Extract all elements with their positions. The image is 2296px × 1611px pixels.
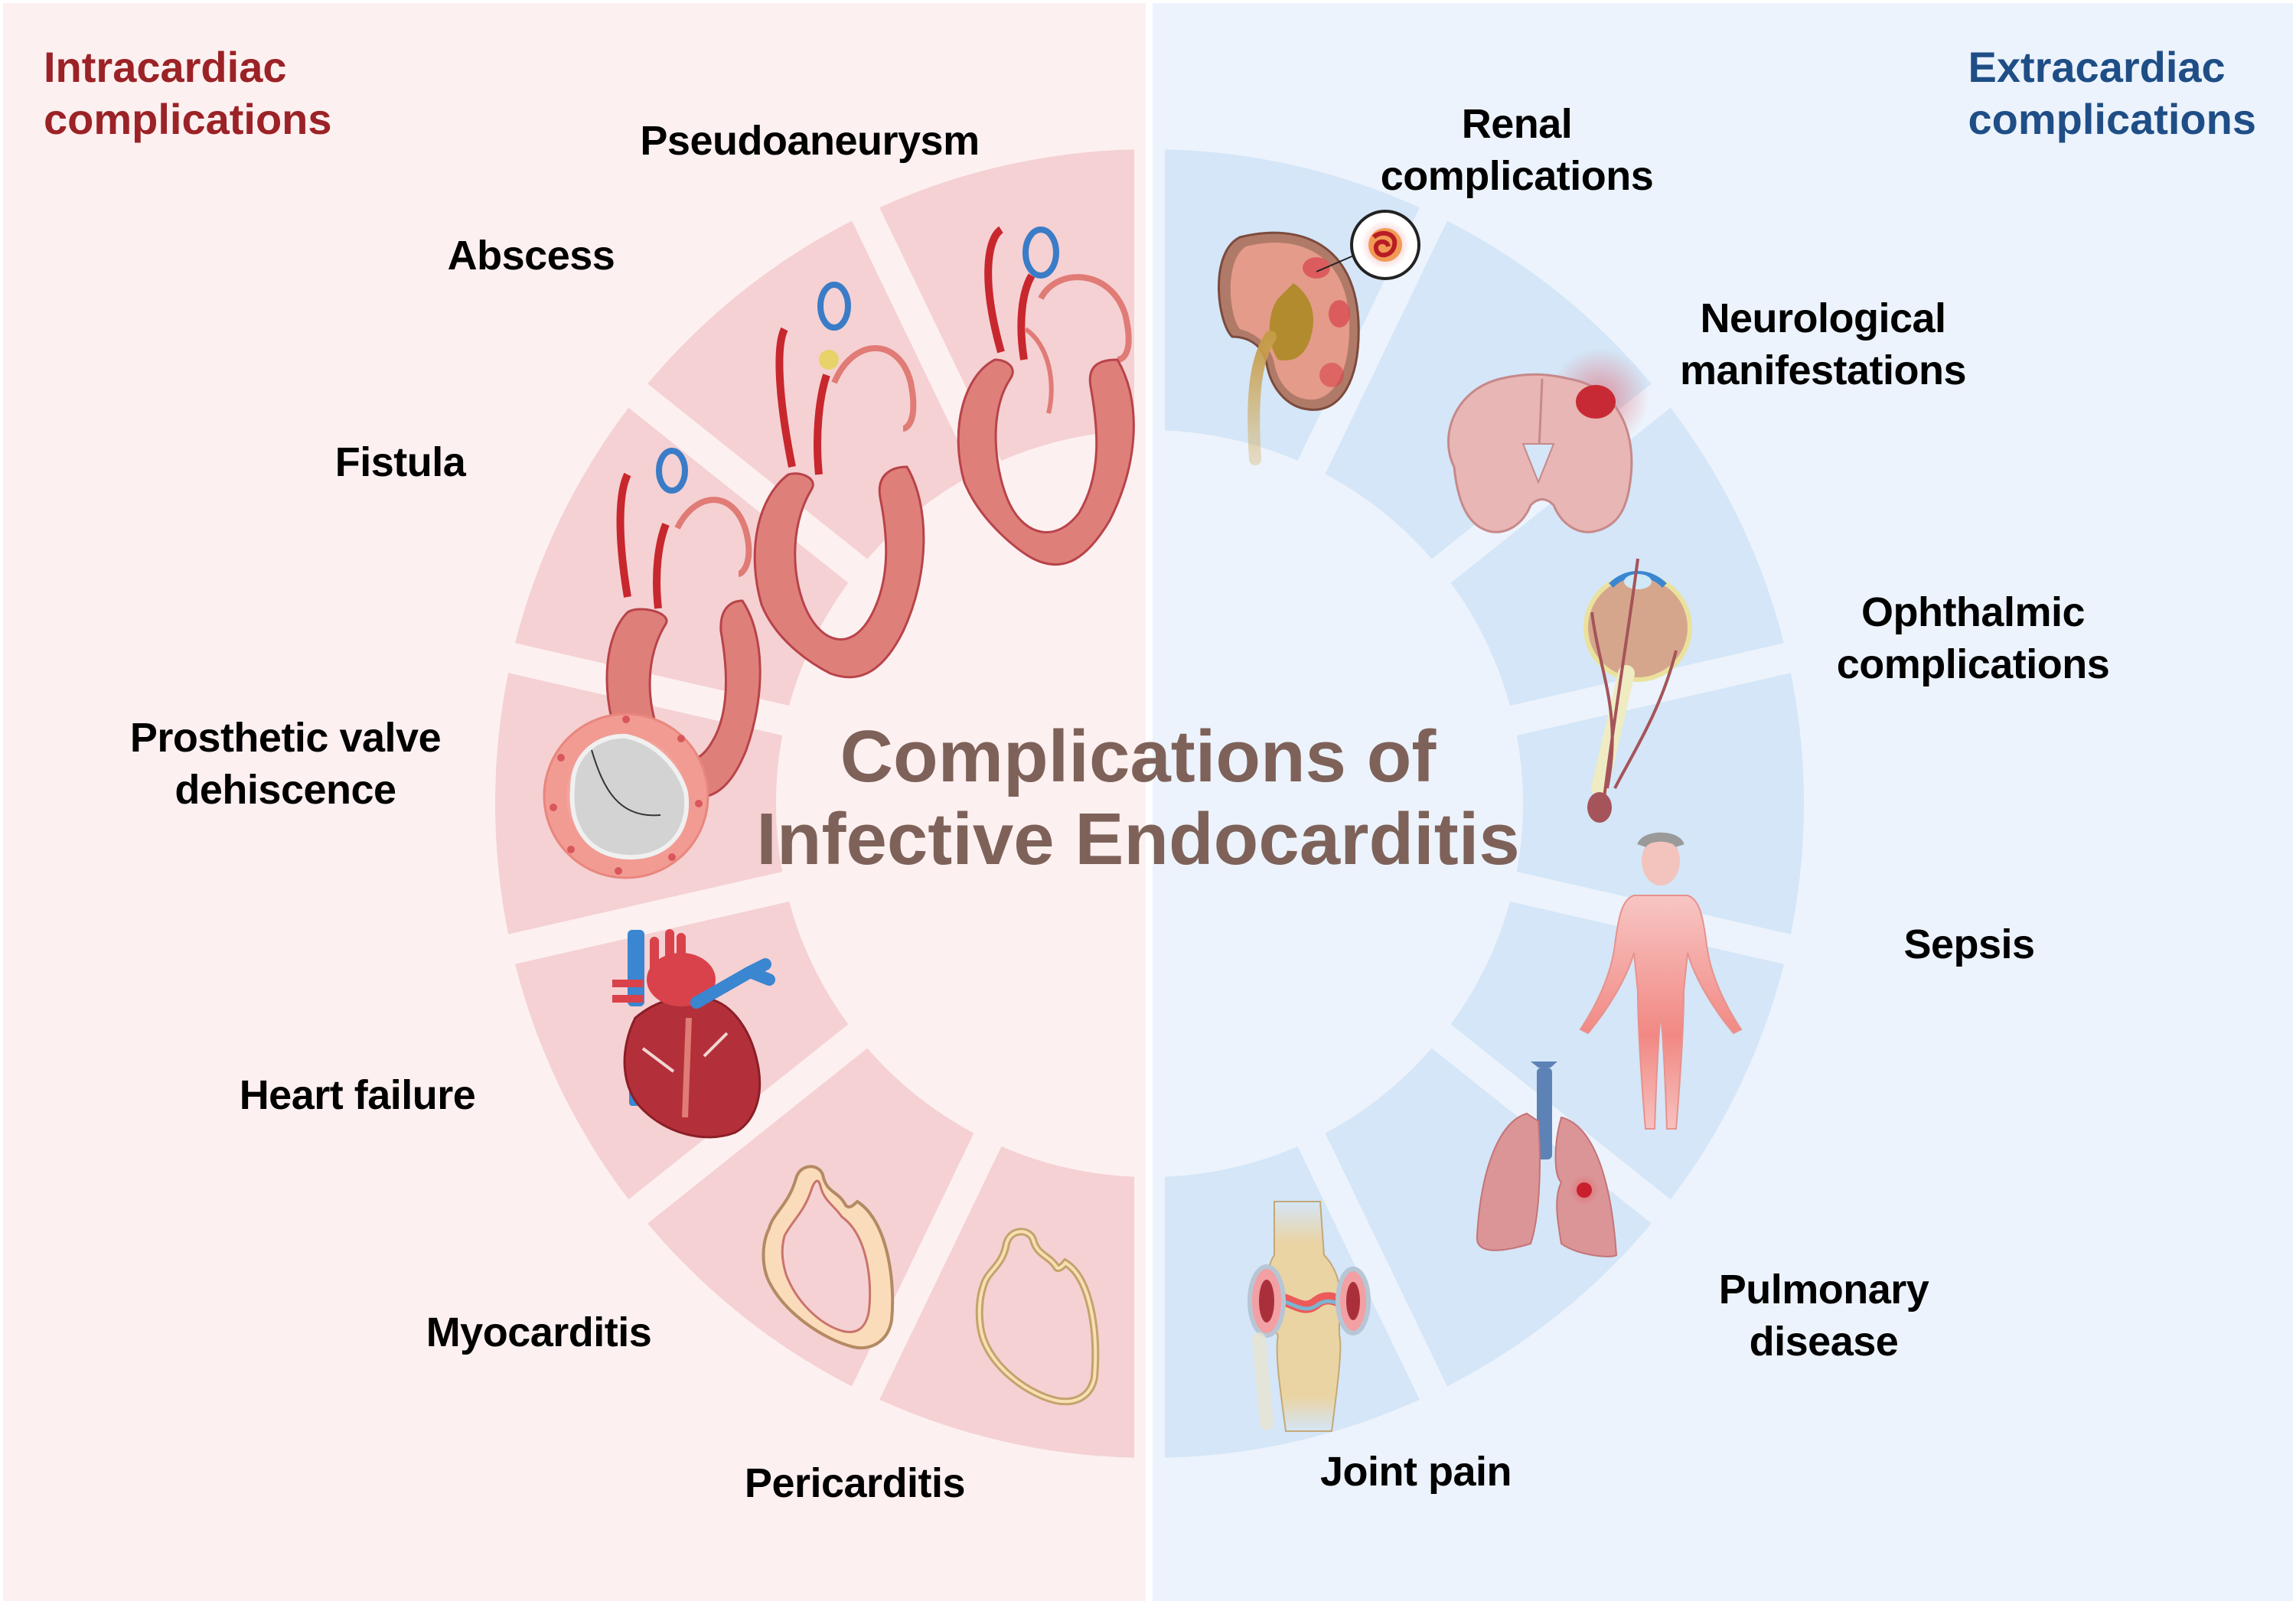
heart-pseudoaneurysm-icon <box>957 226 1135 566</box>
kidney-icon <box>1218 210 1420 465</box>
label-neurological: Neurological manifestations <box>1679 292 1967 396</box>
center-disc-right <box>1150 445 1508 1162</box>
label-heart-failure-text: Heart failure <box>239 1072 476 1118</box>
ring-segment-extracardiac <box>1516 673 1805 934</box>
label-myocarditis-text: Myocarditis <box>426 1309 652 1355</box>
label-neurological-line2: manifestations <box>1679 347 1967 393</box>
anatomical-heart-icon <box>612 929 775 1139</box>
center-title-line2: Infective Endocarditis <box>756 798 1520 880</box>
label-pseudoaneurysm: Pseudoaneurysm <box>640 115 980 167</box>
label-joint-pain-text: Joint pain <box>1320 1449 1512 1495</box>
label-sepsis: Sepsis <box>1903 918 2035 970</box>
center-title-line1: Complications of <box>840 716 1437 797</box>
label-abscess: Abscess <box>448 230 615 282</box>
label-pulmonary-line1: Pulmonary <box>1718 1267 1929 1313</box>
label-myocarditis: Myocarditis <box>426 1306 652 1358</box>
lungs-icon <box>1476 1061 1618 1257</box>
label-prosthetic-valve-line1: Prosthetic valve <box>129 715 442 761</box>
ring-segment-intracardiac <box>515 407 849 706</box>
human-body-icon <box>1579 832 1743 1130</box>
label-ophthalmic: Ophthalmic complications <box>1837 586 2110 690</box>
label-fistula: Fistula <box>335 436 466 488</box>
extracardiac-heading-line1: Extracardiac <box>1968 43 2226 91</box>
label-sepsis-text: Sepsis <box>1903 921 2035 967</box>
extracardiac-heading-line2: complications <box>1968 95 2256 143</box>
label-joint-pain: Joint pain <box>1320 1446 1512 1498</box>
label-heart-failure: Heart failure <box>240 1069 476 1121</box>
label-renal-line1: Renal <box>1461 101 1573 147</box>
label-pulmonary-line2: disease <box>1749 1319 1899 1365</box>
label-neurological-line1: Neurological <box>1700 295 1946 341</box>
label-ophthalmic-line2: complications <box>1836 641 2110 687</box>
center-title: Complications of Infective Endocarditis <box>756 716 1520 881</box>
label-fistula-text: Fistula <box>334 439 466 485</box>
myocardium-outline-icon <box>762 1165 895 1350</box>
label-ophthalmic-line1: Ophthalmic <box>1861 589 2086 635</box>
brain-icon <box>1447 348 1649 533</box>
intracardiac-heading-line2: complications <box>44 95 332 143</box>
extracardiac-heading: Extracardiac complications <box>1968 41 2256 145</box>
label-pericarditis: Pericarditis <box>744 1457 966 1509</box>
label-prosthetic-valve-line2: dehiscence <box>174 767 396 813</box>
label-abscess-text: Abscess <box>447 233 615 279</box>
label-renal-line2: complications <box>1380 153 1654 199</box>
eye-icon <box>1583 558 1692 823</box>
intracardiac-heading-line1: Intracardiac <box>44 43 287 91</box>
ring-segment-intracardiac <box>879 149 1135 461</box>
intracardiac-heading: Intracardiac complications <box>44 41 332 145</box>
label-pseudoaneurysm-text: Pseudoaneurysm <box>640 118 980 164</box>
ring-segment-intracardiac <box>879 1146 1135 1458</box>
knee-joint-icon <box>1247 1201 1371 1432</box>
pericardium-outline-icon <box>975 1228 1100 1406</box>
label-pericarditis-text: Pericarditis <box>744 1460 966 1506</box>
ring-segment-extracardiac <box>1450 407 1784 706</box>
label-prosthetic-valve-dehiscence: Prosthetic valve dehiscence <box>129 712 442 816</box>
label-renal: Renal complications <box>1381 98 1654 202</box>
heart-abscess-icon <box>753 282 925 679</box>
center-divider <box>1146 0 1153 1607</box>
label-pulmonary: Pulmonary disease <box>1719 1264 1929 1368</box>
prosthetic-valve-icon <box>543 713 709 879</box>
